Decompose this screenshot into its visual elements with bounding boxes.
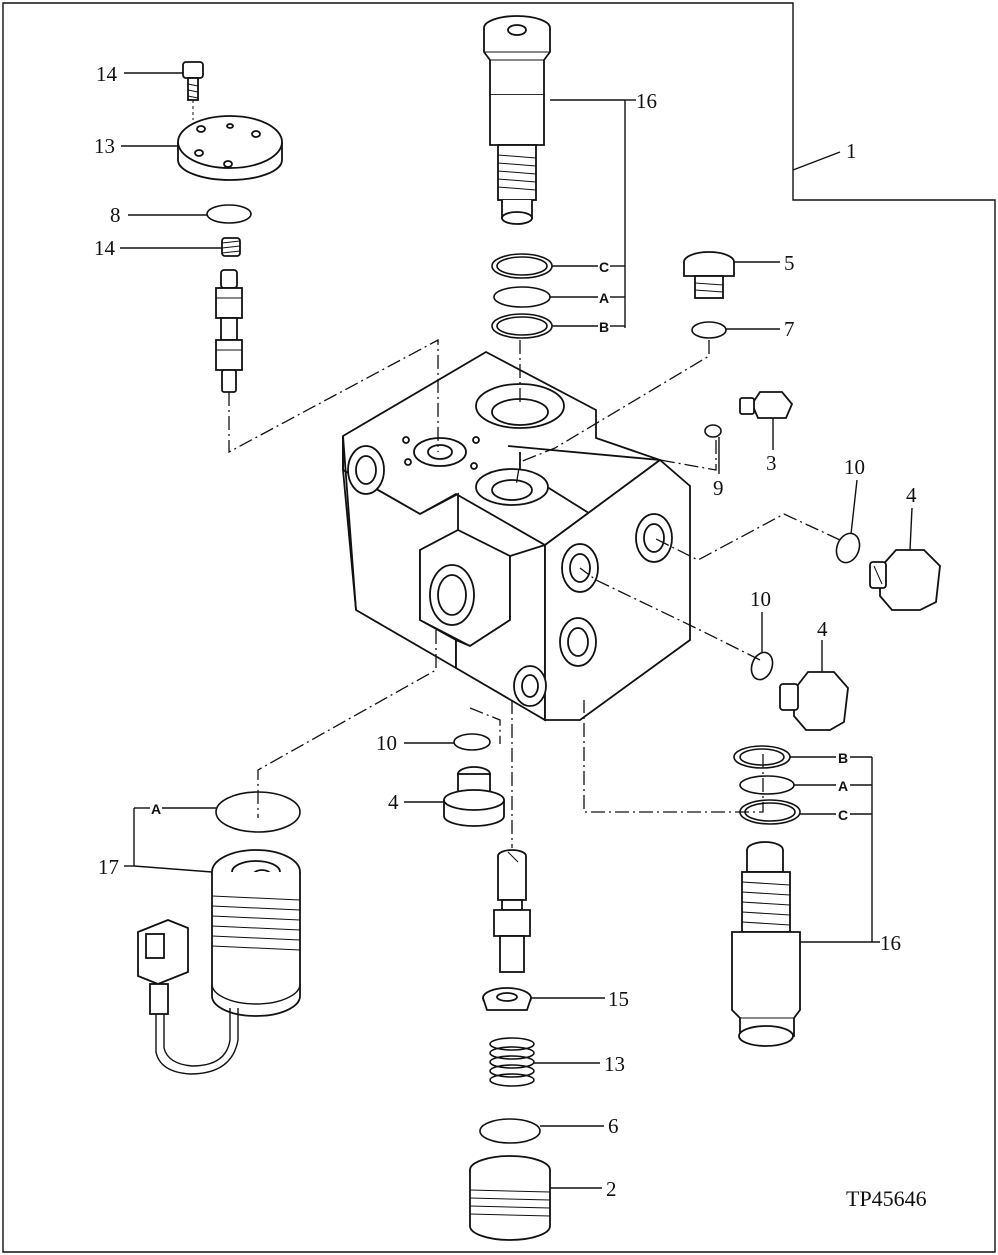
callout-9: 9 (713, 476, 724, 500)
sub-callout-top-b: B (599, 319, 609, 335)
callout-5: 5 (784, 251, 795, 275)
sub-callout-right-c: C (838, 807, 848, 823)
right-seal-a (739, 775, 795, 795)
top-seal-c-inner (496, 256, 548, 276)
callout-4-lower: 4 (817, 617, 828, 641)
callout-11: 13 (94, 134, 115, 158)
callout-2: 2 (606, 1177, 617, 1201)
main-valve-body (342, 350, 691, 722)
drawing-code: TP45646 (846, 1186, 927, 1211)
callout-10-upper: 10 (844, 455, 865, 479)
top-seal-b-inner (496, 316, 548, 336)
sub-callout-top-c: C (599, 259, 609, 275)
sub-callout-right-b: B (838, 750, 848, 766)
left-pilot-spool (215, 269, 243, 393)
part-9-ring (704, 424, 722, 438)
part-15-spring-seat (482, 987, 532, 1011)
part-7-o-ring (691, 321, 727, 339)
callout-14: 14 (94, 236, 116, 260)
part-5-plug (683, 251, 735, 299)
right-seal-c (739, 799, 801, 825)
solenoid-seal-a (215, 791, 301, 833)
callout-4-upper: 4 (906, 483, 917, 507)
callout-15: 15 (608, 987, 629, 1011)
part-4-plug-bottom (443, 766, 505, 827)
part-10-o-ring-bottom (453, 733, 491, 751)
part-4-plug-upper (869, 549, 941, 611)
main-spool (493, 849, 531, 973)
assembly-axis-lines (228, 338, 841, 848)
callout-10-lower: 10 (750, 587, 771, 611)
part-16-top-cartridge (483, 15, 551, 225)
callout-1: 1 (846, 139, 857, 163)
callout-6: 6 (608, 1114, 619, 1138)
part-6-o-ring (479, 1118, 541, 1144)
part-13-spring (489, 1037, 535, 1087)
callout-16-right: 16 (880, 931, 901, 955)
top-seal-a (493, 286, 551, 308)
right-seal-c-inner (744, 802, 796, 822)
callout-labels: 14 13 8 14 16 1 5 7 3 9 10 4 10 4 10 4 1… (94, 62, 927, 1211)
callout-7: 7 (784, 317, 795, 341)
part-4-plug-lower (779, 671, 849, 731)
part-11-cover-plate (177, 115, 283, 181)
callout-12: 14 (96, 62, 118, 86)
part-3-plug (739, 391, 794, 419)
part-10-o-ring-upper (835, 532, 861, 564)
callout-4-bottom: 4 (388, 790, 399, 814)
callout-13: 13 (604, 1052, 625, 1076)
part-2-plug (469, 1155, 551, 1241)
leader-lines (120, 72, 913, 1189)
part-10-o-ring-lower (750, 651, 774, 681)
part-12-cap-screw (182, 61, 204, 120)
sub-callout-left-a: A (151, 801, 161, 817)
callout-10-bottom: 10 (376, 731, 397, 755)
sub-callout-right-a: A (838, 778, 848, 794)
callout-8: 8 (110, 203, 121, 227)
part-17-solenoid (137, 849, 301, 1075)
callout-17: 17 (98, 855, 119, 879)
part-8-o-ring (206, 204, 252, 224)
sub-callout-top-a: A (599, 290, 609, 306)
callout-16-top: 16 (636, 89, 657, 113)
right-seal-b-inner (739, 748, 785, 766)
part-14-small-spring (221, 237, 241, 257)
part-16-right-cartridge (731, 841, 801, 1047)
callout-3: 3 (766, 451, 777, 475)
